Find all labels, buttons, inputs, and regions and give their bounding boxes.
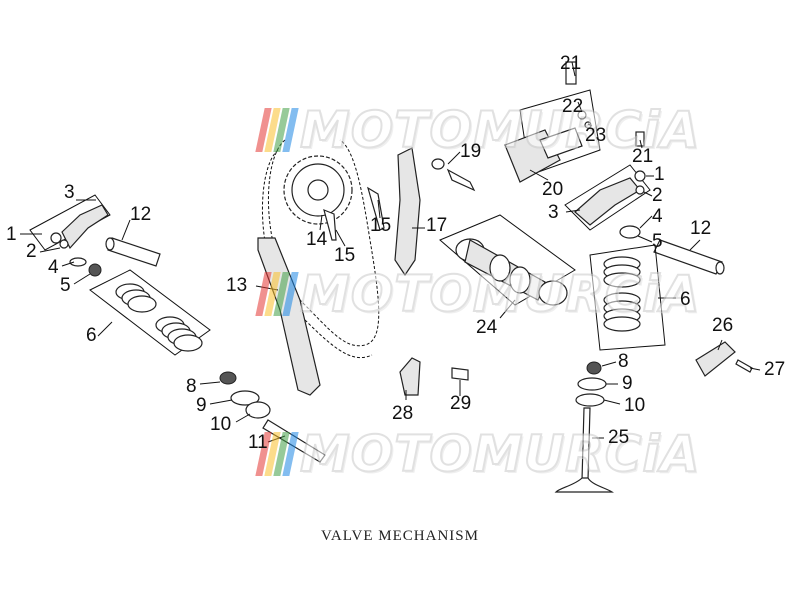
callout-6-right: 6 — [680, 289, 691, 310]
callout-10-right: 10 — [624, 395, 646, 416]
callout-28: 28 — [392, 403, 414, 424]
callout-5-right: 5 — [652, 231, 663, 252]
right-valve-springs — [589, 244, 666, 351]
callout-8-left: 8 — [186, 376, 197, 397]
left-rocker-arm-group — [29, 194, 111, 277]
right-rocker-shaft — [653, 239, 725, 275]
chain-guide — [394, 147, 421, 277]
callout-12-left: 12 — [130, 204, 152, 225]
callout-14: 14 — [306, 229, 328, 250]
cam-sprocket — [283, 155, 353, 225]
callout-9-right: 9 — [622, 373, 633, 394]
right-rocker-arm-group — [564, 131, 651, 239]
callout-24: 24 — [476, 317, 498, 338]
watermark-middle: MOTOMURCiA — [255, 264, 701, 324]
callout-2-left: 2 — [26, 241, 37, 262]
callout-22: 22 — [562, 96, 584, 117]
callout-3-right: 3 — [548, 202, 559, 223]
callout-26: 26 — [712, 315, 734, 336]
callout-27: 27 — [764, 359, 786, 380]
callout-12-right: 12 — [690, 218, 712, 239]
callout-17: 17 — [426, 215, 448, 236]
callout-2-right: 2 — [652, 185, 663, 206]
watermark-top: MOTOMURCiA — [255, 100, 701, 160]
callout-10-left: 10 — [210, 414, 232, 435]
callout-19: 19 — [460, 141, 482, 162]
small-parts — [399, 341, 753, 396]
callout-1-left: 1 — [6, 224, 17, 245]
cam-chain — [261, 139, 380, 359]
callout-21-top: 21 — [560, 53, 582, 74]
callout-5-left: 5 — [60, 275, 71, 296]
diagram-caption: VALVE MECHANISM — [321, 528, 479, 544]
watermark-stripes — [255, 108, 299, 152]
left-valve-springs — [89, 269, 211, 356]
callout-13: 13 — [226, 275, 248, 296]
callout-20: 20 — [542, 179, 564, 200]
callout-1-right: 1 — [654, 164, 665, 185]
watermark-text: MOTOMURCiA — [299, 100, 701, 160]
callout-4-right: 4 — [652, 206, 663, 227]
callout-3-left: 3 — [64, 182, 75, 203]
callout-23: 23 — [585, 125, 607, 146]
callout-6-left: 6 — [86, 325, 97, 346]
callout-15-lower: 15 — [334, 245, 356, 266]
callout-4-left: 4 — [48, 257, 59, 278]
callout-9-left: 9 — [196, 395, 207, 416]
leader-lines — [20, 61, 761, 443]
left-rocker-shaft — [105, 237, 161, 267]
camshaft — [439, 214, 576, 306]
callout-11: 11 — [248, 432, 268, 453]
sprocket-bolts — [323, 158, 476, 241]
callout-8-right: 8 — [618, 351, 629, 372]
callout-25: 25 — [608, 427, 630, 448]
right-valve-retainers — [575, 361, 607, 407]
valve — [554, 407, 614, 493]
chain-tensioner — [504, 61, 601, 183]
callout-15-upper: 15 — [370, 215, 392, 236]
callout-29: 29 — [450, 393, 472, 414]
watermark-text: MOTOMURCiA — [299, 264, 701, 324]
watermark-bottom: MOTOMURCiA — [255, 424, 701, 484]
watermark-text: MOTOMURCiA — [299, 424, 701, 484]
callout-21-right: 21 — [632, 146, 654, 167]
watermark-stripes — [255, 272, 299, 316]
